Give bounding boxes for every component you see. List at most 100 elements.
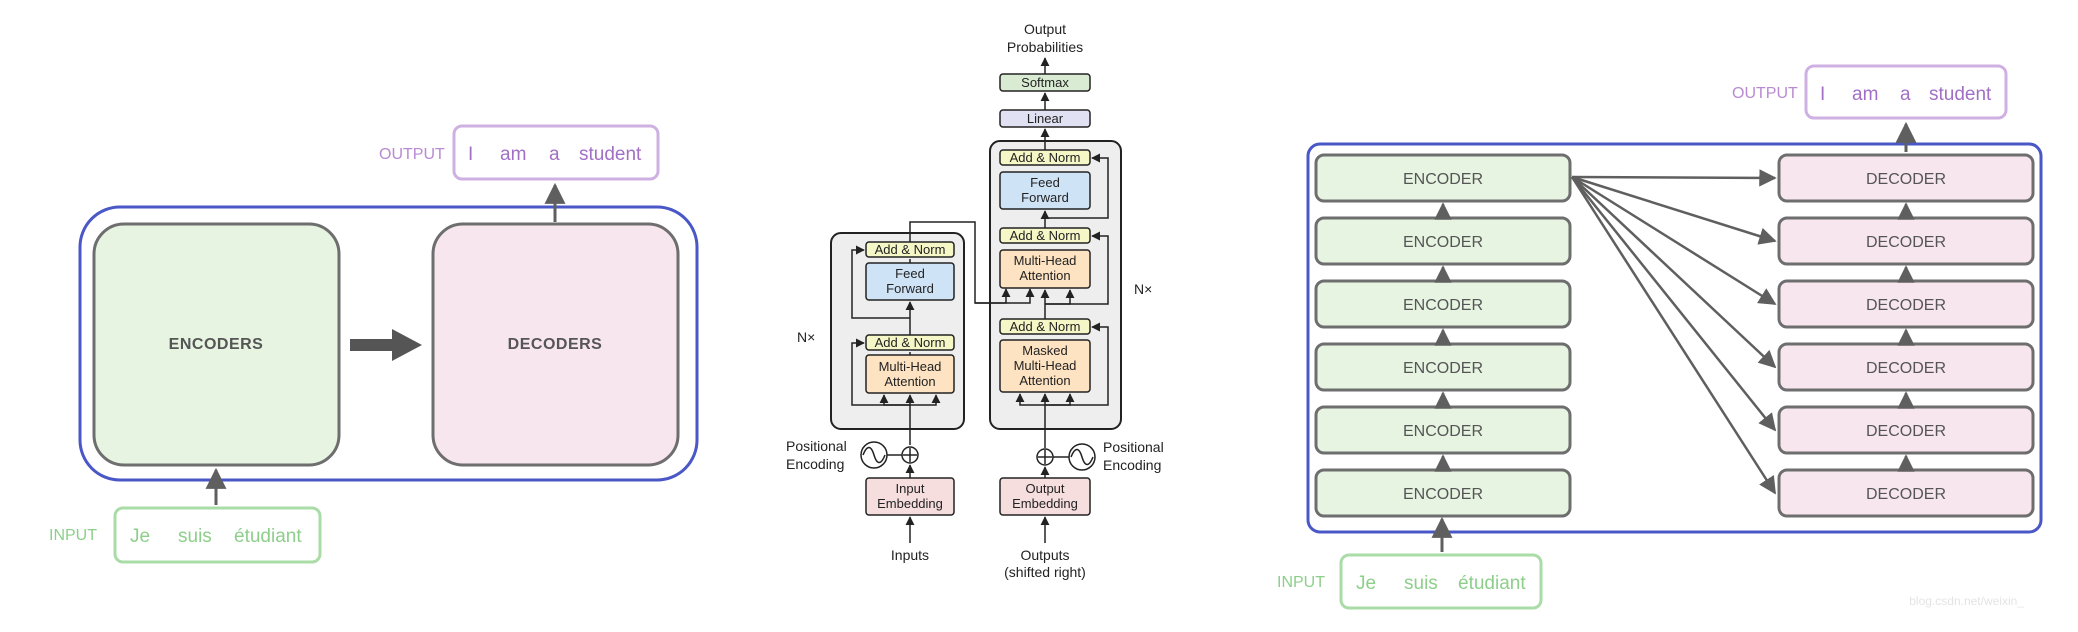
- dec-addnorm-1-label: Add & Norm: [1010, 319, 1081, 334]
- nx-left: N×: [797, 329, 815, 345]
- output-prob-line2: Probabilities: [1007, 39, 1083, 55]
- dec-masked-line1: Masked: [1022, 343, 1068, 358]
- pos-encoding-right-2: Encoding: [1103, 457, 1161, 473]
- encoder-block-label: ENCODER: [1403, 423, 1483, 440]
- decoder-block-label: DECODER: [1866, 297, 1946, 314]
- enc-to-dec: [975, 288, 1035, 304]
- decoder-column: DECODERDECODERDECODERDECODERDECODERDECOD…: [1777, 153, 2035, 518]
- encoder-output-arrow: [1571, 169, 1777, 187]
- panel-stacked-encoders-decoders: ENCODER ENCODER ENCODER ENCODER ENCODER ENCOD…: [1277, 64, 2043, 610]
- p3-output-word: student: [1929, 84, 1992, 105]
- input-word: suis: [178, 526, 212, 547]
- p3-output-label: OUTPUT: [1732, 85, 1798, 102]
- dec-masked-line3: Attention: [1019, 373, 1070, 388]
- enc-to-dec: [909, 221, 1011, 304]
- output-label: OUTPUT: [379, 146, 445, 163]
- dec-addnorm-2-label: Add & Norm: [1010, 228, 1081, 243]
- encoder-output-arrow: [1570, 176, 1777, 495]
- pos-encoding-right-1: Positional: [1103, 439, 1164, 455]
- encoder-column: ENCODER ENCODER ENCODER ENCODER ENCODER ENCOD…: [1314, 153, 1572, 518]
- output-prob-line1: Output: [1024, 21, 1066, 37]
- dec-ff-box: [999, 171, 1091, 210]
- outputs-line2: (shifted right): [1004, 564, 1086, 580]
- dec-qkv: [1045, 393, 1075, 406]
- p3-output-box: [1804, 64, 2008, 120]
- encoder-to-decoder-arrow: [350, 329, 422, 361]
- p3-input-word: Je: [1356, 573, 1376, 594]
- outputs-line1: Outputs: [1020, 547, 1069, 563]
- encoder-output-arrow: [1571, 176, 1777, 369]
- p3-output-word: I: [1820, 84, 1825, 105]
- output-embedding-line1: Output: [1025, 481, 1064, 496]
- transformer-outline: [78, 205, 699, 482]
- stack-outline: [1306, 142, 2043, 534]
- encoder-block-label: ENCODER: [1403, 486, 1483, 503]
- p3-input-word: étudiant: [1458, 573, 1526, 594]
- p3-input-word: suis: [1404, 573, 1438, 594]
- p3-output-word: am: [1852, 84, 1878, 105]
- enc-attention-line2: Attention: [884, 374, 935, 389]
- sine-wave-icon: [862, 446, 886, 464]
- output-word: I: [468, 144, 473, 165]
- output-embedding-line2: Embedding: [1012, 496, 1078, 511]
- p3-input-box: [1339, 553, 1543, 610]
- enc-ff-line1: Feed: [895, 266, 925, 281]
- encoder-block-label: ENCODER: [1403, 171, 1483, 188]
- dec-attention-line1: Multi-Head: [1014, 253, 1077, 268]
- encoder-output-arrow: [1571, 175, 1777, 245]
- encoders-label: ENCODERS: [169, 336, 264, 353]
- enc-qkv: [879, 394, 910, 406]
- input-embedding-line2: Embedding: [877, 496, 943, 511]
- decoders-label: DECODERS: [508, 336, 603, 353]
- input-box: [113, 506, 322, 564]
- encoder-output-arrow: [1571, 175, 1777, 306]
- dec-attention-line2: Attention: [1019, 268, 1070, 283]
- dec-addnorm-3-label: Add & Norm: [1010, 150, 1081, 165]
- input-word: étudiant: [234, 526, 302, 547]
- decoder-block-label: DECODER: [1866, 423, 1946, 440]
- enc-residual: [851, 338, 910, 406]
- output-word: student: [579, 144, 642, 165]
- nx-right: N×: [1134, 281, 1152, 297]
- encoder-block-label: ENCODER: [1403, 297, 1483, 314]
- dec-masked-attention-box: [999, 339, 1091, 393]
- decoder-block-label: DECODER: [1866, 234, 1946, 251]
- softmax-label: Softmax: [1021, 75, 1069, 90]
- encoder-block-label: ENCODER: [1403, 234, 1483, 251]
- pos-encoding-left-2: Encoding: [786, 456, 844, 472]
- dec-residual: [1045, 322, 1109, 406]
- input-embedding-line1: Input: [896, 481, 925, 496]
- encoder-block-label: ENCODER: [1403, 360, 1483, 377]
- input-label: INPUT: [49, 527, 97, 544]
- dec-ff-line1: Feed: [1030, 175, 1060, 190]
- enc-addnorm-2-label: Add & Norm: [875, 242, 946, 257]
- encoders-block: [92, 222, 341, 467]
- dec-residual: [1045, 153, 1109, 219]
- p3-input-label: INPUT: [1277, 574, 1325, 591]
- enc-qkv: [910, 394, 941, 406]
- dec-ff-line2: Forward: [1021, 190, 1069, 205]
- encoder-output-arrow: [1571, 176, 1777, 432]
- decoder-block-label: DECODER: [1866, 486, 1946, 503]
- panel-encoder-decoder-overview: ENCODERS DECODERS INPUT Je suis étudiant…: [49, 124, 699, 564]
- decoder-block-label: DECODER: [1866, 360, 1946, 377]
- decoders-block: [431, 222, 680, 467]
- dec-masked-line2: Multi-Head: [1014, 358, 1077, 373]
- encoder-block: [1314, 153, 1572, 203]
- input-word: Je: [130, 526, 150, 547]
- pos-encoding-left-1: Positional: [786, 438, 847, 454]
- decoder-block: [1777, 153, 2035, 203]
- inputs-label: Inputs: [891, 547, 929, 563]
- panel-transformer-architecture: Multi-Head Attention Add & Norm Feed For…: [786, 21, 1164, 580]
- p3-output-word: a: [1900, 84, 1911, 105]
- output-word: am: [500, 144, 526, 165]
- dec-q: [1045, 289, 1075, 305]
- enc-residual: [851, 245, 910, 319]
- enc-attention-line1: Multi-Head: [879, 359, 942, 374]
- dec-residual: [1045, 231, 1109, 305]
- dec-attention-box: [999, 249, 1091, 289]
- watermark: blog.csdn.net/weixin_: [1909, 594, 2024, 608]
- encoder-to-decoder-arrows: [1570, 169, 1777, 495]
- output-box: [452, 124, 660, 181]
